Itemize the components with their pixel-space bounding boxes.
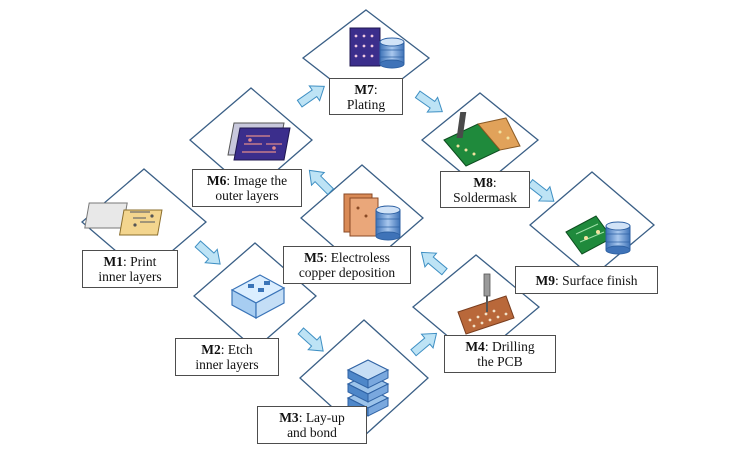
step-text-line1: : Print [123, 254, 157, 269]
step-id: M3 [279, 410, 299, 425]
step-text-line2: Plating [346, 96, 386, 112]
inner-layer-print-icon [84, 202, 163, 236]
step-id: M6 [206, 173, 227, 188]
step-text-line1: : Lay-up [298, 410, 345, 425]
m9-label: M9: Surface finish [515, 266, 658, 294]
step-id: M9 [535, 272, 556, 288]
m8-label: M8:Soldermask [440, 171, 530, 208]
arrow-m3-to-m4 [410, 332, 438, 357]
step-text-line1: : Electroless [323, 250, 390, 265]
finished-board-cylinder-icon [565, 215, 631, 255]
drill-board-icon [457, 273, 515, 335]
step-text-line1: : Etch [220, 342, 253, 357]
step-text-line1: : [492, 174, 497, 190]
step-id: M8 [473, 174, 493, 190]
outer-layer-image-icon [227, 122, 291, 161]
soldermask-board-icon [443, 112, 521, 167]
arrow-m4-to-m5 [420, 251, 448, 276]
step-id: M7 [354, 81, 374, 97]
arrow-m7-to-m8 [414, 90, 443, 113]
arrow-m6-to-m7 [296, 85, 325, 108]
step-text-line1: : Image the [226, 173, 288, 188]
step-text-line1: : [373, 81, 378, 97]
m7-label: M7:Plating [329, 78, 403, 115]
step-id: M5 [304, 250, 324, 265]
arrow-m8-to-m9 [527, 178, 555, 202]
copper-board-cylinder-icon [343, 193, 401, 241]
step-id: M2 [201, 342, 221, 357]
step-text-line2: outer layers [215, 188, 279, 203]
arrow-m2-to-m3 [297, 327, 324, 352]
layer-stack-icon [346, 359, 390, 417]
step-id: M4 [465, 339, 485, 354]
flow-arrows [194, 85, 555, 357]
etched-block-icon [230, 274, 286, 320]
step-text-line2: Soldermask [453, 189, 517, 205]
step-text-line2: inner layers [98, 269, 162, 284]
step-id: M1 [103, 254, 124, 269]
plated-board-cylinder-icon [349, 27, 405, 69]
step-text-line1: : Drilling [484, 339, 535, 354]
step-text-line2: inner layers [195, 357, 259, 372]
step-text-line2: and bond [287, 425, 337, 440]
arrow-m5-to-m6 [308, 169, 335, 196]
step-text-line1: : Surface finish [555, 272, 638, 288]
arrow-m1-to-m2 [194, 240, 221, 265]
step-text-line2: the PCB [477, 354, 523, 369]
step-text-line2: copper deposition [298, 265, 396, 280]
